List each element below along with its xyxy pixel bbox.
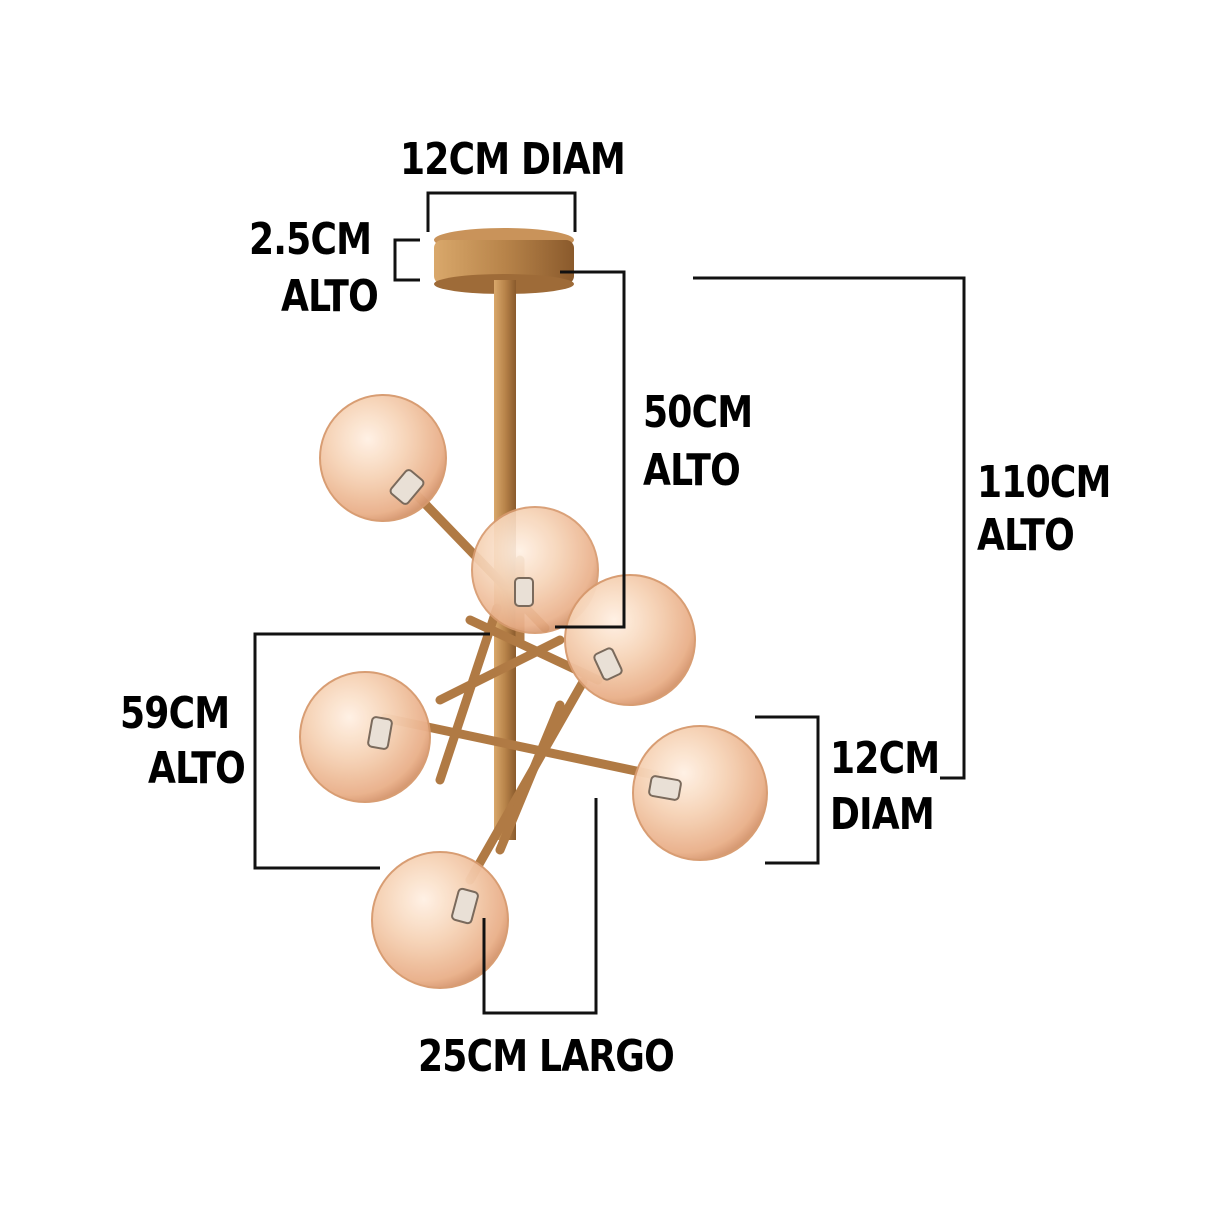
total-height-label-2: ALTO bbox=[977, 510, 1075, 561]
bottom-length-label: 25CM LARGO bbox=[418, 1031, 675, 1082]
arms bbox=[380, 478, 660, 885]
total-height-bracket bbox=[693, 276, 966, 780]
globe-diameter-bracket bbox=[755, 715, 820, 865]
rod-height-bracket bbox=[555, 270, 626, 629]
dimension-lines bbox=[253, 191, 966, 1015]
bulb-sockets bbox=[367, 469, 682, 925]
canopy-height-bracket bbox=[393, 238, 420, 282]
body-height-label-1: 59CM bbox=[120, 688, 230, 739]
body-height-label-2: ALTO bbox=[148, 743, 246, 794]
top-diameter-label: 12CM DIAM bbox=[400, 134, 626, 185]
canopy-height-label-1: 2.5CM bbox=[249, 214, 372, 265]
globe-diameter-label-2: DIAM bbox=[830, 789, 935, 840]
canopy-height-label-2: ALTO bbox=[281, 271, 379, 322]
globes bbox=[299, 394, 768, 989]
rod-height-label-2: ALTO bbox=[643, 445, 741, 496]
canopy-body bbox=[434, 240, 574, 284]
body-height-bracket bbox=[253, 632, 490, 870]
top-diameter-bracket bbox=[426, 191, 577, 232]
rod-height-label-1: 50CM bbox=[643, 387, 753, 438]
bottom-length-bracket bbox=[482, 798, 598, 1015]
globe-diameter-label-1: 12CM bbox=[830, 733, 940, 784]
total-height-label-1: 110CM bbox=[977, 457, 1111, 508]
